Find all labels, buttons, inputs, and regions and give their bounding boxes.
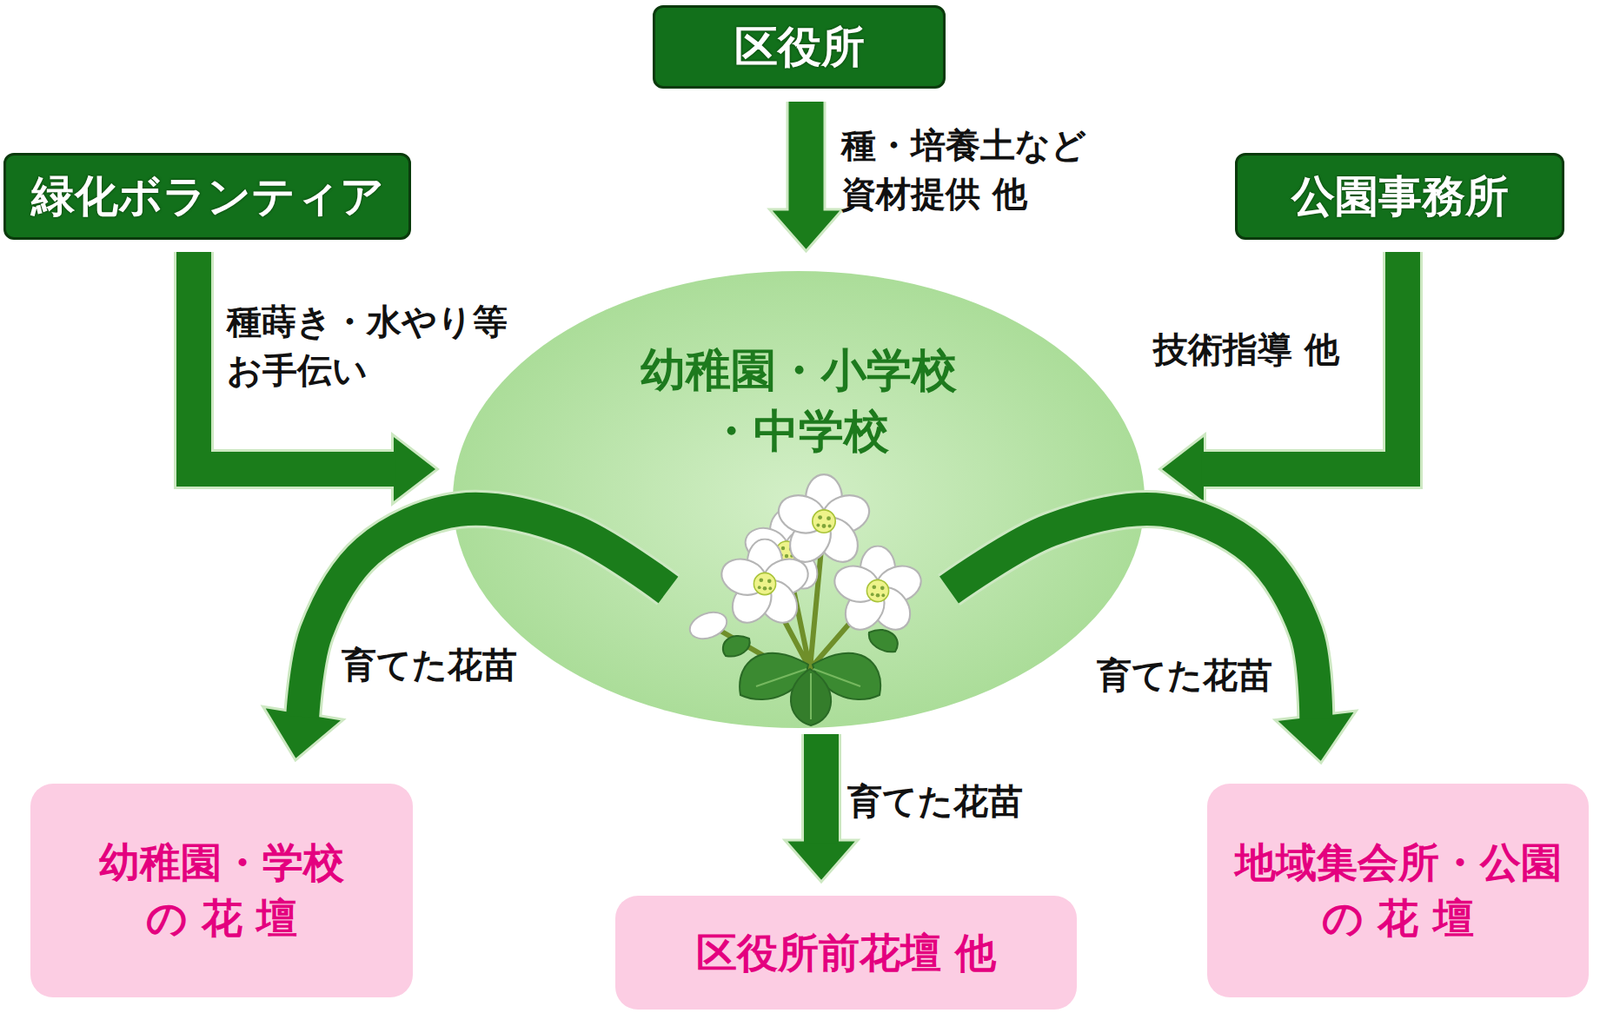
flower [829, 546, 926, 638]
flower-leaf [723, 636, 751, 658]
org-box: 公園事務所 [1234, 152, 1565, 240]
flower-leaf [790, 669, 831, 726]
arrow-head [392, 434, 439, 505]
arrow-shaft [789, 101, 824, 213]
flower-leaf [869, 630, 898, 652]
flower-bud [686, 607, 731, 644]
node-text: 区役所 [656, 20, 943, 74]
ellipse-outline [451, 270, 1146, 730]
flow-arrow [770, 101, 844, 252]
arrow-shaft [803, 734, 839, 844]
flow-arrow [1159, 252, 1403, 505]
arrow-head [1159, 434, 1205, 505]
flower-leaf [739, 653, 809, 700]
edge-label: 種・培養土など 資材提供 他 [841, 120, 1094, 219]
arrow-head [770, 209, 844, 252]
edge-label: 種蒔き・水やり等 お手伝い [226, 297, 518, 395]
node-text: 地域集会所・公園 の 花 壇 [1224, 835, 1573, 947]
arrow-shaft [302, 509, 669, 718]
flower-illustration [686, 474, 927, 726]
arrow-edge-highlight [949, 509, 1316, 720]
arrow-shaft [949, 509, 1316, 720]
flower [717, 539, 813, 631]
node-text: 幼稚園・学校 の 花 壇 [91, 835, 352, 947]
flower [741, 509, 833, 597]
edge-label: 育てた花苗 [1096, 650, 1288, 700]
node-text: 区役所前花壇 他 [637, 925, 1056, 982]
arrow-edge-highlight [801, 734, 842, 844]
flowerbed-box: 幼稚園・学校 の 花 壇 [30, 783, 413, 998]
ellipse-shape [452, 271, 1145, 729]
flowerbed-box: 地域集会所・公園 の 花 壇 [1207, 783, 1589, 998]
arrow-edge-highlight [786, 101, 827, 213]
flow-arrow [784, 734, 858, 883]
org-box: 区役所 [652, 5, 946, 89]
flow-arrow [262, 509, 669, 761]
flower-stem [714, 521, 878, 670]
node-text: 公園事務所 [1239, 170, 1561, 223]
org-box: 緑化ボランティア [3, 152, 412, 240]
arrow-head [784, 840, 858, 883]
flow-arrow [949, 509, 1357, 764]
leaf-vein [756, 669, 861, 720]
arrow-edge-highlight [302, 509, 669, 718]
arrow-head [1274, 710, 1356, 764]
edge-label: 育てた花苗 [341, 640, 533, 690]
node-text: 幼稚園・小学校 ・中学校 [631, 339, 967, 462]
flower [773, 474, 874, 571]
connector-layer [193, 101, 1403, 883]
edge-label: 育てた花苗 [847, 776, 1039, 826]
school-ellipse: 幼稚園・小学校 ・中学校 [451, 270, 1146, 730]
flowerbed-box: 区役所前花壇 他 [615, 896, 1077, 1010]
flower-leaf [812, 653, 881, 700]
edge-label: 技術指導 他 [1153, 325, 1415, 374]
arrow-head [262, 706, 344, 761]
node-text: 緑化ボランティア [7, 170, 408, 223]
